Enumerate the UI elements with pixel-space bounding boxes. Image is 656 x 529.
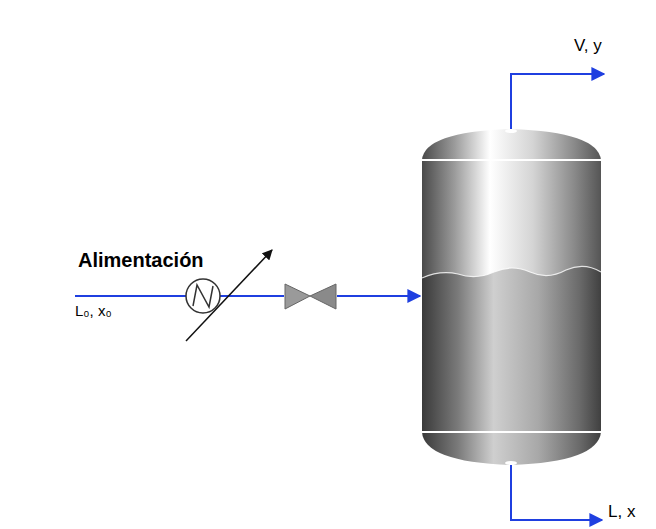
head-seam [422, 159, 601, 161]
feed-line [337, 295, 420, 297]
nozzle [505, 461, 517, 465]
vessel [422, 129, 601, 465]
stream-label: Alimentación [78, 249, 204, 272]
stream-label: L, x [608, 502, 635, 522]
stream-label: V, y [574, 36, 602, 56]
liquid-level [422, 266, 601, 432]
exchanger-coil [193, 285, 213, 307]
exchanger-circle [186, 279, 220, 313]
head-seam [422, 431, 601, 433]
liquid-line [511, 465, 602, 520]
feed-line [75, 295, 186, 297]
stream-label: L₀, x₀ [75, 302, 112, 319]
vapour-line [511, 74, 604, 129]
valve-symbol [285, 284, 310, 309]
nozzle [505, 129, 517, 133]
liquid-surface [422, 266, 601, 278]
valve-symbol [310, 284, 336, 309]
vessel-shell [422, 160, 601, 432]
vessel-bottom-head [422, 432, 601, 465]
vessel-top-head [422, 129, 601, 160]
